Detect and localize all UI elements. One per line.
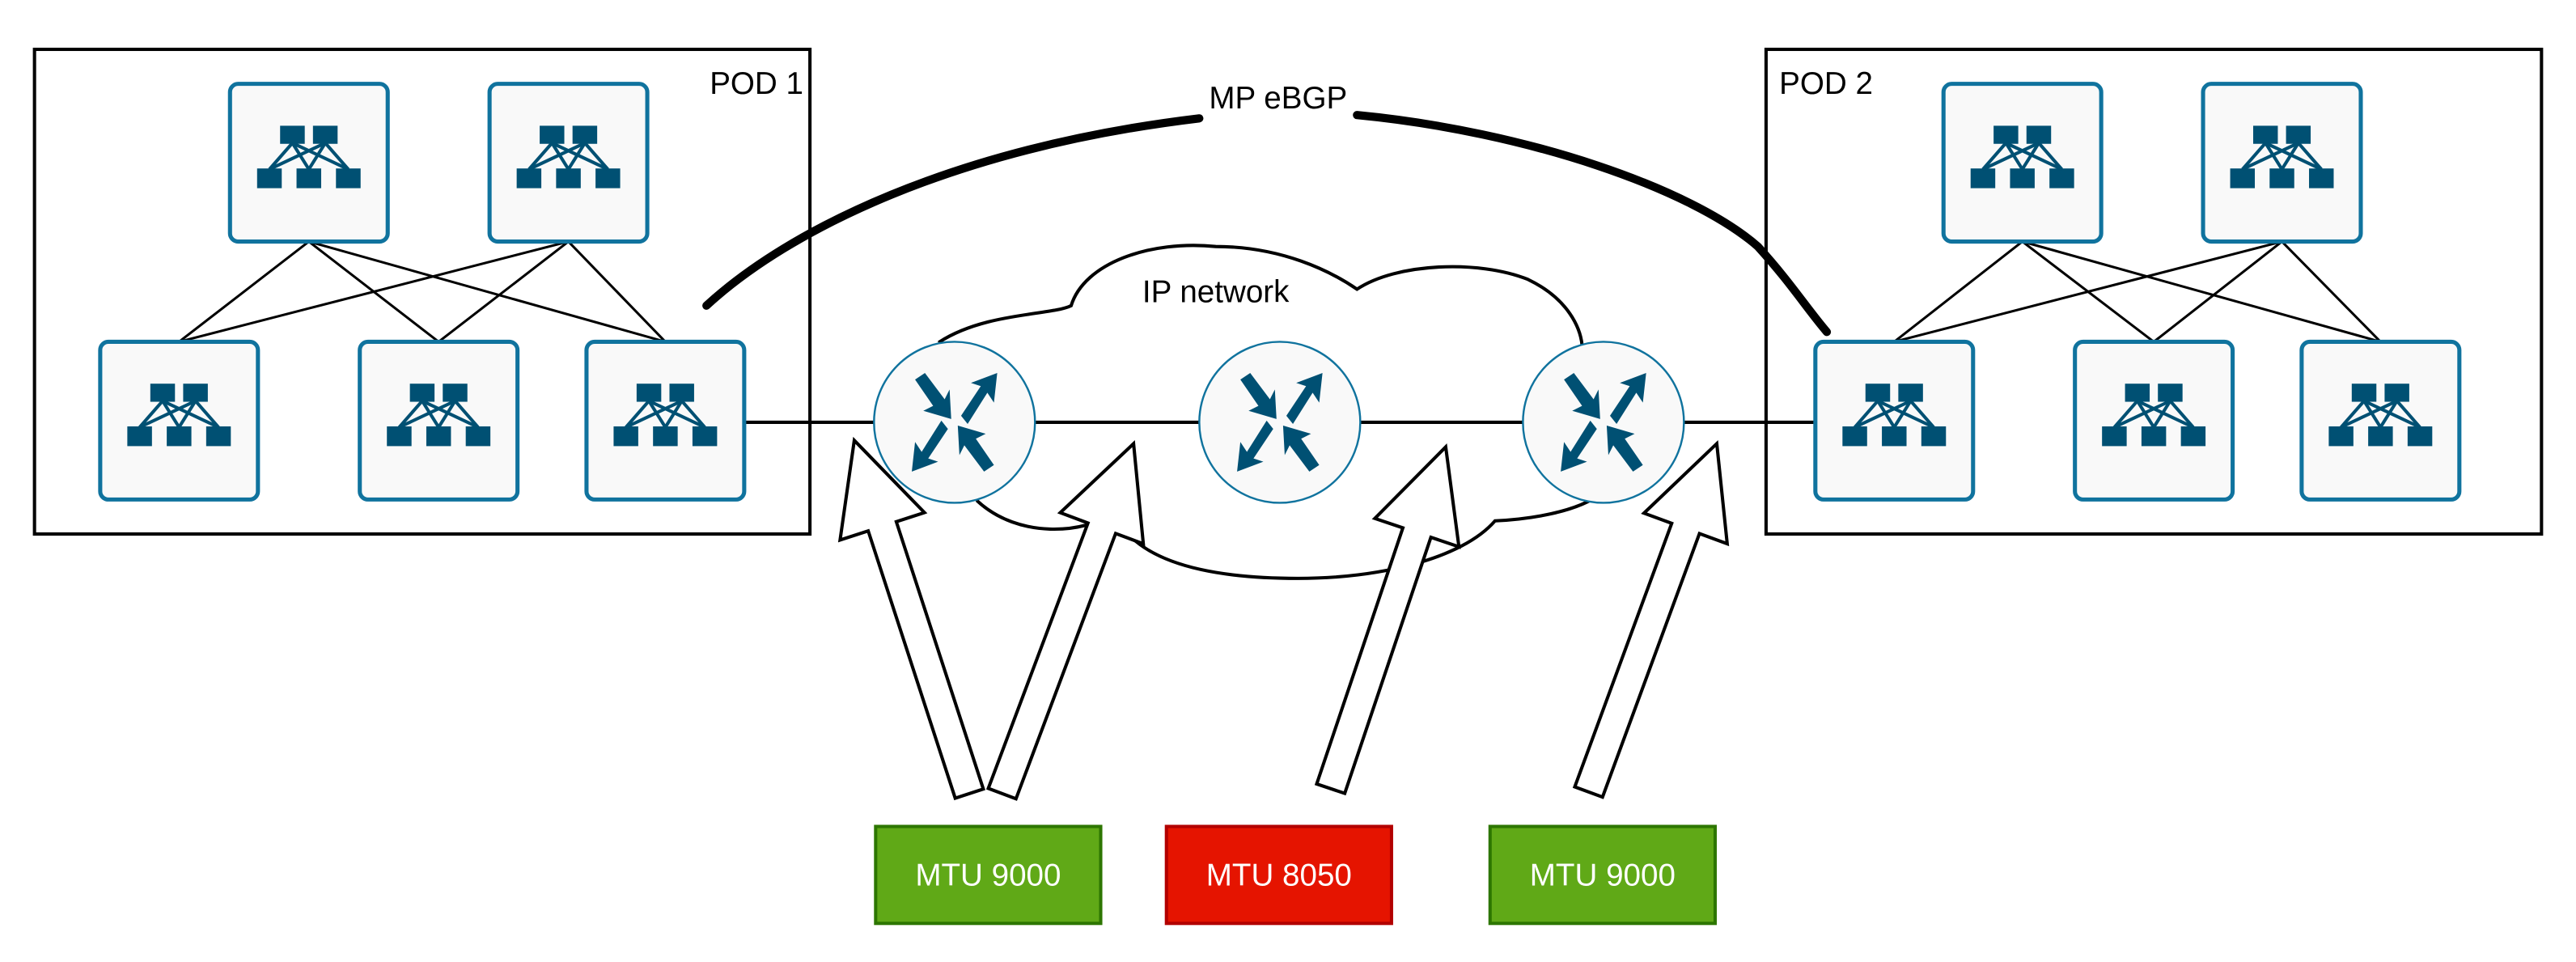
arrows-layer [837, 436, 1730, 801]
pod-2-leaf-switch-2[interactable] [2073, 339, 2235, 502]
pod-1-spine-switch-1[interactable] [227, 82, 390, 244]
fabric-link [2022, 240, 2381, 343]
fabric-link [567, 240, 667, 343]
router-3[interactable] [1522, 341, 1685, 504]
pod-1-leaf-switch-2[interactable] [358, 339, 520, 502]
mtu-arrow-1a [837, 436, 985, 801]
mtu-arrow-3 [1572, 440, 1730, 799]
pod-2-leaf-switch-1[interactable] [1813, 339, 1976, 502]
pod-1-label: POD 1 [710, 66, 803, 101]
fabric-link [1893, 240, 2023, 343]
mtu-box-2: MTU 8050 [1164, 824, 1393, 926]
fabric-link [178, 240, 310, 343]
mtu-label: MTU 9000 [915, 858, 1061, 893]
ip-network-cloud [938, 244, 1604, 580]
mtu-label: MTU 9000 [1530, 858, 1676, 893]
mtu-layer: MTU 9000 MTU 8050 MTU 9000 [874, 824, 1717, 926]
router-2[interactable] [1198, 341, 1362, 504]
pod-2-container [1764, 47, 2544, 536]
pod-1-leaf-switch-3[interactable] [584, 339, 747, 502]
pod-2-spine-switch-2[interactable] [2201, 82, 2363, 244]
pod-1-container [32, 47, 812, 536]
mp-ebgp-session-line [702, 111, 1832, 337]
mtu-label: MTU 8050 [1206, 858, 1352, 893]
fabric-link [2281, 240, 2382, 343]
router-1[interactable] [873, 341, 1036, 504]
mp-ebgp-label: MP eBGP [1209, 81, 1347, 116]
mtu-box-1: MTU 9000 [874, 824, 1103, 926]
pod-1-leaf-switch-1[interactable] [98, 339, 261, 502]
mtu-arrow-1b [985, 440, 1146, 801]
fabric-link [438, 240, 570, 343]
fabric-link [308, 240, 666, 343]
pod-2-spine-switch-1[interactable] [1941, 82, 2104, 244]
mtu-box-3: MTU 9000 [1488, 824, 1717, 926]
fabric-link [2153, 240, 2283, 343]
pod-2-leaf-switch-3[interactable] [2299, 339, 2462, 502]
devices-layer [98, 82, 2462, 504]
mtu-arrow-2 [1314, 443, 1461, 796]
pod-2-label: POD 2 [1779, 66, 1873, 101]
pod-1-spine-switch-2[interactable] [487, 82, 650, 244]
ip-network-label: IP network [1142, 275, 1290, 310]
fabric-link [178, 240, 569, 343]
fabric-link [1893, 240, 2282, 343]
